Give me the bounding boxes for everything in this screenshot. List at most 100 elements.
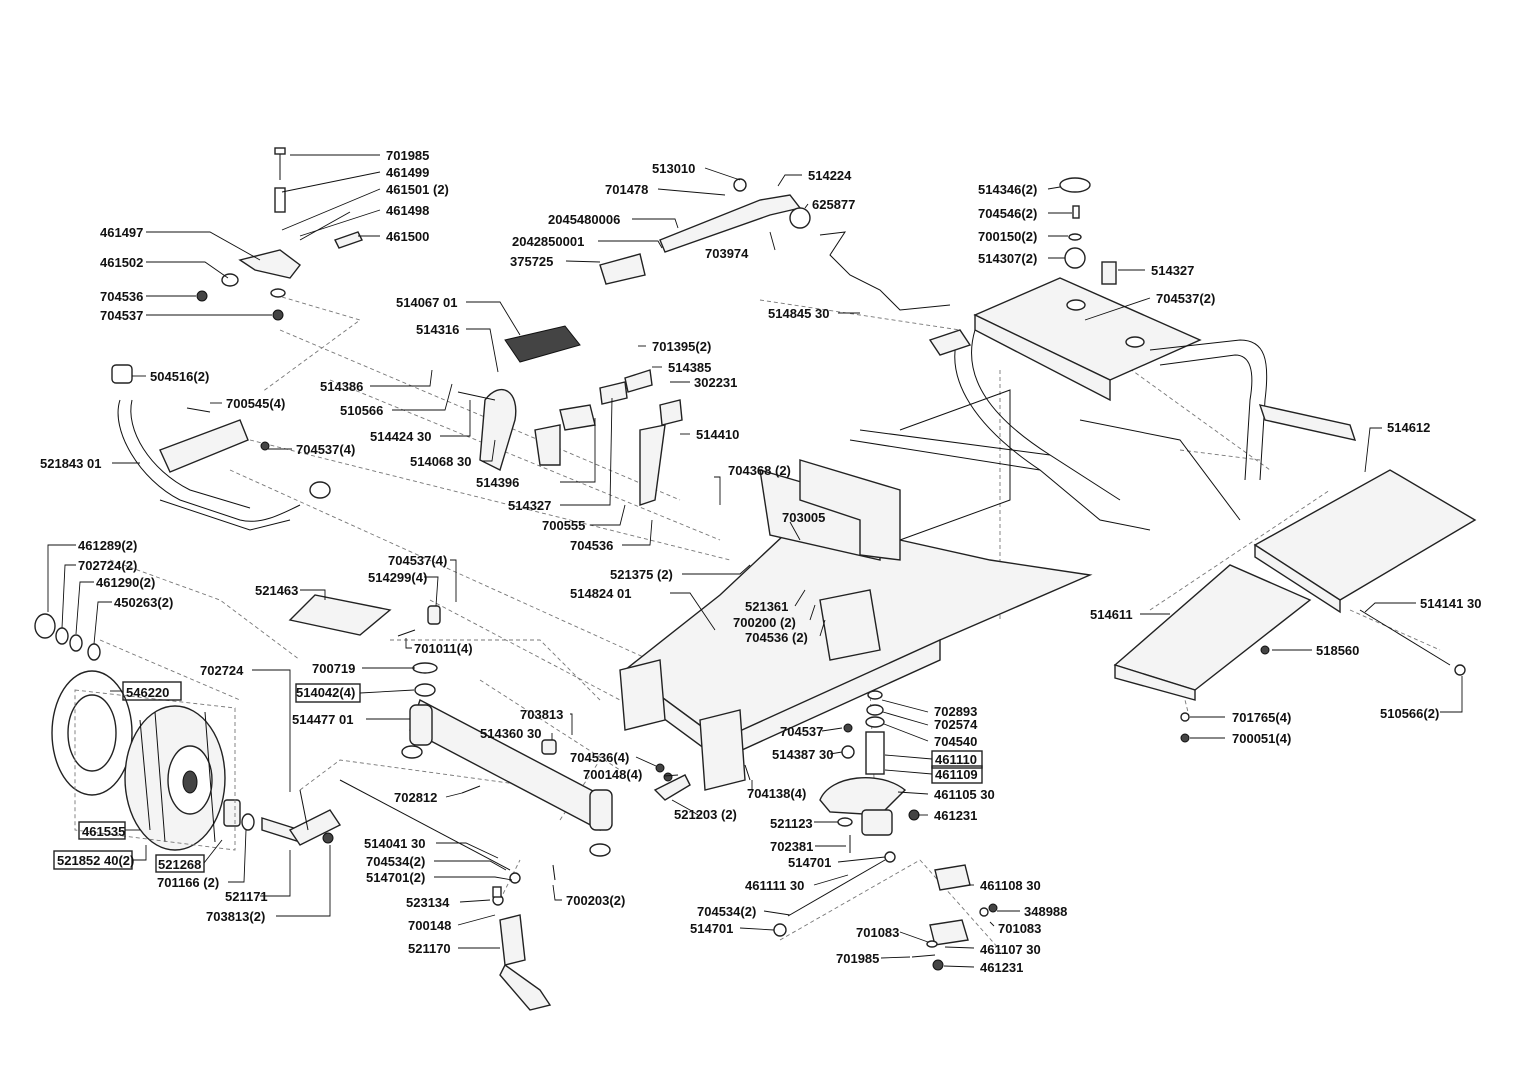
part-label: 704546(2) [978, 206, 1037, 221]
part-label: 701765(4) [1232, 710, 1291, 725]
part-label: 704536 [100, 289, 143, 304]
part-label: 701011(4) [414, 641, 473, 656]
part-label: 514701 [690, 921, 733, 936]
part-label: 514396 [476, 475, 519, 490]
part-label: 461290(2) [96, 575, 155, 590]
part-label: 700545(4) [226, 396, 285, 411]
part-label: 2042850001 [512, 234, 584, 249]
part-label: 514327 [1151, 263, 1194, 278]
part-label: 461502 [100, 255, 143, 270]
part-label: 510566(2) [1380, 706, 1439, 721]
part-label: 521123 [770, 816, 813, 831]
part-label: 510566 [340, 403, 383, 418]
part-label: 704534(2) [697, 904, 756, 919]
part-label: 514067 01 [396, 295, 457, 310]
part-label: 514385 [668, 360, 711, 375]
part-label: 514701(2) [366, 870, 425, 885]
part-label: 461289(2) [78, 538, 137, 553]
part-label: 514387 30 [772, 747, 833, 762]
part-label: 704534(2) [366, 854, 425, 869]
front-tires [51, 670, 301, 851]
part-label: 521203 (2) [674, 807, 737, 822]
part-label: 375725 [510, 254, 553, 269]
part-label: 514701 [788, 855, 831, 870]
part-label: 546220 [126, 685, 169, 700]
part-label: 514141 30 [1420, 596, 1481, 611]
part-label: 702724(2) [78, 558, 137, 573]
steering-sector [819, 690, 998, 971]
part-label: 700051(4) [1232, 731, 1291, 746]
steering-linkage [288, 763, 896, 1011]
part-label: 521852 40(2) [57, 853, 134, 868]
part-label: 461499 [386, 165, 429, 180]
part-label: 701166 (2) [157, 875, 219, 890]
part-label: 521170 [408, 941, 451, 956]
part-label: 514612 [1387, 420, 1430, 435]
part-label: 702574 [934, 717, 978, 732]
part-label: 701083 [856, 925, 899, 940]
part-label: 701478 [605, 182, 648, 197]
part-label: 700719 [312, 661, 355, 676]
part-label: 513010 [652, 161, 695, 176]
part-label: 514386 [320, 379, 363, 394]
part-label: 461107 30 [980, 942, 1041, 957]
part-label: 514424 30 [370, 429, 431, 444]
part-label: 702893 [934, 704, 977, 719]
part-label: 461109 [935, 767, 978, 782]
part-label: 461111 30 [745, 878, 804, 893]
part-label: 302231 [694, 375, 737, 390]
part-label: 514410 [696, 427, 739, 442]
part-label: 701985 [836, 951, 879, 966]
part-label: 461501 (2) [386, 182, 449, 197]
part-label: 702812 [394, 790, 437, 805]
part-label: 700150(2) [978, 229, 1037, 244]
wheel-hub-parts [34, 613, 101, 661]
part-label: 700148 [408, 918, 451, 933]
part-label: 514360 30 [480, 726, 541, 741]
part-label: 702381 [770, 839, 813, 854]
brake-linkage-assembly [196, 147, 363, 321]
part-label: 704368 (2) [728, 463, 791, 478]
part-label: 700200 (2) [733, 615, 796, 630]
part-label: 514307(2) [978, 251, 1037, 266]
main-frame [619, 329, 1357, 791]
part-label: 521268 [158, 857, 201, 872]
part-label: 704537(4) [296, 442, 355, 457]
part-label: 514824 01 [570, 586, 631, 601]
part-label: 514346(2) [978, 182, 1037, 197]
part-label: 704536(4) [570, 750, 629, 765]
part-label: 702724 [200, 663, 244, 678]
part-label: 514477 01 [292, 712, 353, 727]
part-label: 514845 30 [768, 306, 829, 321]
part-label: 518560 [1316, 643, 1359, 658]
part-label: 701985 [386, 148, 429, 163]
part-label: 521361 [745, 599, 788, 614]
part-label: 461105 30 [934, 787, 995, 802]
part-label: 704536 [570, 538, 613, 553]
part-label: 523134 [406, 895, 450, 910]
part-label: 461108 30 [980, 878, 1041, 893]
part-label: 704536 (2) [745, 630, 808, 645]
part-label: 704540 [934, 734, 977, 749]
part-label: 461231 [934, 808, 977, 823]
parking-brake-lever [599, 178, 951, 311]
seat-pan [973, 277, 1202, 402]
part-label: 504516(2) [150, 369, 209, 384]
part-label: 704537(4) [388, 553, 447, 568]
part-label: 514224 [808, 168, 852, 183]
part-label: 521171 [225, 889, 268, 904]
part-label: 461500 [386, 229, 429, 244]
part-label: 703813 [520, 707, 563, 722]
part-label: 521843 01 [40, 456, 101, 471]
front-axle [288, 594, 613, 857]
part-label: 701083 [998, 921, 1041, 936]
part-label: 2045480006 [548, 212, 620, 227]
part-label: 450263(2) [114, 595, 173, 610]
part-label: 521463 [255, 583, 298, 598]
part-label: 461110 [935, 752, 977, 767]
brake-pedal-assembly [457, 325, 683, 506]
part-label: 704138(4) [747, 786, 806, 801]
part-label: 461231 [980, 960, 1023, 975]
seat-bumper-parts [1059, 177, 1117, 285]
part-label: 700203(2) [566, 893, 625, 908]
